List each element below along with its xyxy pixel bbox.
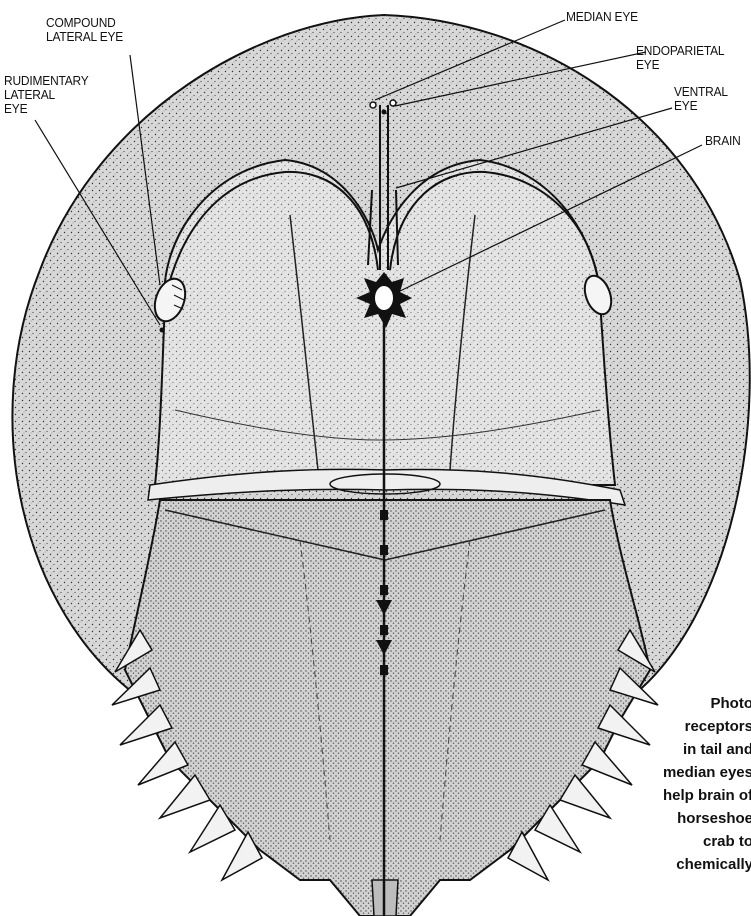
label-line: LATERAL EYE (46, 30, 123, 44)
rudimentary-eye (160, 328, 165, 333)
label-compound-lateral-eye: COMPOUND LATERAL EYE (46, 16, 123, 44)
abdomen (125, 500, 650, 916)
label-line: VENTRAL (674, 85, 728, 99)
label-endoparietal-eye: ENDOPARIETAL EYE (636, 44, 724, 72)
caption: Photo receptors in tail and median eyes … (603, 692, 751, 876)
label-median-eye: MEDIAN EYE (566, 10, 638, 24)
caption-line: in tail and (603, 738, 751, 761)
label-line: EYE (4, 102, 89, 116)
caption-line: horseshoe (603, 807, 751, 830)
label-line: LATERAL (4, 88, 89, 102)
caption-line: median eyes (603, 761, 751, 784)
label-line: BRAIN (705, 134, 741, 148)
caption-line: receptors (603, 715, 751, 738)
label-line: EYE (636, 58, 724, 72)
label-rudimentary-lateral-eye: RUDIMENTARY LATERAL EYE (4, 74, 89, 116)
caption-line: crab to (603, 830, 751, 853)
label-line: COMPOUND (46, 16, 123, 30)
label-line: RUDIMENTARY (4, 74, 89, 88)
label-ventral-eye: VENTRAL EYE (674, 85, 728, 113)
caption-line: Photo (603, 692, 751, 715)
label-brain: BRAIN (705, 134, 741, 148)
label-line: ENDOPARIETAL (636, 44, 724, 58)
label-line: MEDIAN EYE (566, 10, 638, 24)
label-line: EYE (674, 99, 728, 113)
caption-line: chemically (603, 853, 751, 876)
caption-line: help brain of (603, 784, 751, 807)
